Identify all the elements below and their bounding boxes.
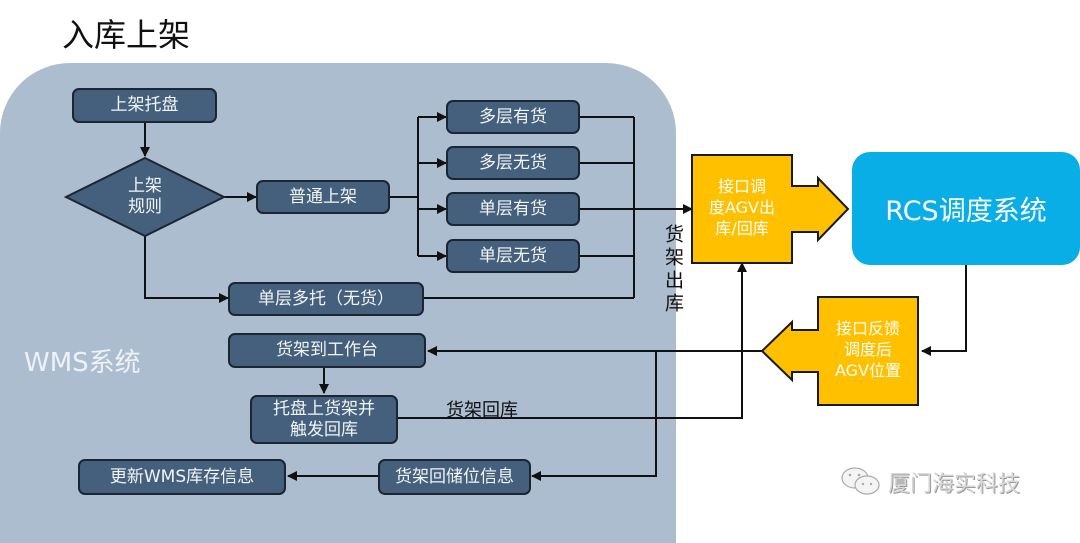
connector-lines bbox=[63, 112, 967, 481]
rule-line2: 规则 bbox=[128, 197, 162, 217]
watermark-text: 厦门海实科技 bbox=[888, 472, 1021, 497]
pallet-on-shelf-line1: 托盘上货架并 bbox=[273, 398, 375, 419]
node-pallet-on-shelf: 托盘上货架并 触发回库 bbox=[250, 395, 398, 444]
edge-rcs-to-feedback bbox=[921, 265, 967, 356]
interface-out-label: 接口调 度AGV出 库/回库 bbox=[694, 176, 790, 239]
node-update-inventory: 更新WMS库存信息 bbox=[78, 459, 286, 495]
rcs-system: RCS调度系统 bbox=[852, 152, 1080, 265]
node-put-pallet: 上架托盘 bbox=[72, 88, 217, 123]
interface-out-line3: 库/回库 bbox=[715, 219, 769, 238]
edge-rule-to-single-multi bbox=[144, 234, 229, 303]
interface-back-line3: AGV位置 bbox=[834, 361, 901, 380]
interface-out-shape bbox=[691, 154, 850, 264]
node-normal-shelf: 普通上架 bbox=[256, 180, 390, 214]
node-rule: 上架 规则 bbox=[105, 176, 185, 218]
watermark: 厦门海实科技 bbox=[840, 466, 1020, 498]
interface-out-line1: 接口调 bbox=[717, 177, 766, 196]
interface-back-shape bbox=[760, 296, 919, 406]
rule-line1: 上架 bbox=[128, 176, 162, 196]
node-multi-without: 多层无货 bbox=[446, 146, 580, 180]
pallet-on-shelf-line2: 触发回库 bbox=[290, 419, 358, 440]
label-shelf-out: 货架出库 bbox=[662, 224, 684, 316]
node-single-multi: 单层多托（无货） bbox=[228, 282, 424, 316]
interface-back-label: 接口反馈 调度后 AGV位置 bbox=[820, 318, 916, 381]
label-shelf-return: 货架回库 bbox=[446, 400, 518, 421]
page-title: 入库上架 bbox=[62, 16, 191, 54]
interface-back-line1: 接口反馈 bbox=[835, 319, 900, 338]
edge-feedback-to-return-info bbox=[531, 351, 657, 481]
interface-out-line2: 度AGV出 bbox=[708, 198, 775, 217]
node-single-without: 单层无货 bbox=[446, 239, 580, 273]
wechat-icon bbox=[841, 467, 880, 495]
rule-diamond bbox=[63, 156, 227, 238]
edge-shelf-return bbox=[398, 262, 747, 419]
interface-back-line2: 调度后 bbox=[843, 340, 892, 359]
wms-system-label: WMS系统 bbox=[24, 348, 141, 378]
node-single-with: 单层有货 bbox=[446, 192, 580, 226]
node-shelf-to-station: 货架到工作台 bbox=[228, 333, 426, 368]
node-multi-with: 多层有货 bbox=[446, 100, 580, 134]
node-shelf-return-info: 货架回储位信息 bbox=[378, 459, 531, 495]
